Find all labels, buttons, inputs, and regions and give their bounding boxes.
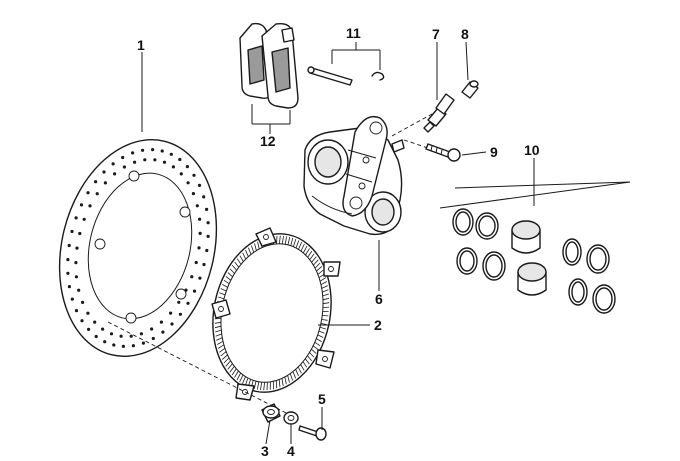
callout-5: 5: [318, 391, 326, 407]
callout-8: 8: [461, 26, 469, 42]
leader-lines: [141, 41, 535, 445]
pad-pin-clip: [371, 71, 385, 81]
caliper-bolt: [425, 143, 461, 162]
callout-4: 4: [287, 443, 295, 459]
callout-9: 9: [490, 144, 498, 160]
disc-drilled-holes: [66, 148, 210, 348]
callout-2: 2: [374, 317, 382, 333]
callout-1: 1: [137, 37, 145, 53]
callout-3: 3: [261, 443, 269, 459]
brake-caliper: [303, 115, 405, 236]
bleeder-valve: [423, 93, 455, 133]
washer: [283, 411, 299, 425]
brake-pads: [239, 22, 299, 109]
disc-bolt: [298, 425, 327, 441]
callout-labels: 1 2 3 4 5 6 7 8 9 10 11 12: [137, 25, 540, 459]
pad-retaining-pin: [307, 66, 353, 86]
dust-cap: [461, 80, 479, 99]
callout-6: 6: [375, 291, 383, 307]
spacer-bushing: [261, 403, 281, 423]
brake-disc: [58, 138, 218, 358]
callout-7: 7: [432, 26, 440, 42]
seal-piston-kit: [439, 181, 631, 314]
abs-sensor-ring: [211, 227, 341, 401]
callout-11: 11: [346, 25, 361, 41]
callout-10: 10: [524, 142, 540, 158]
callout-12: 12: [260, 133, 276, 149]
